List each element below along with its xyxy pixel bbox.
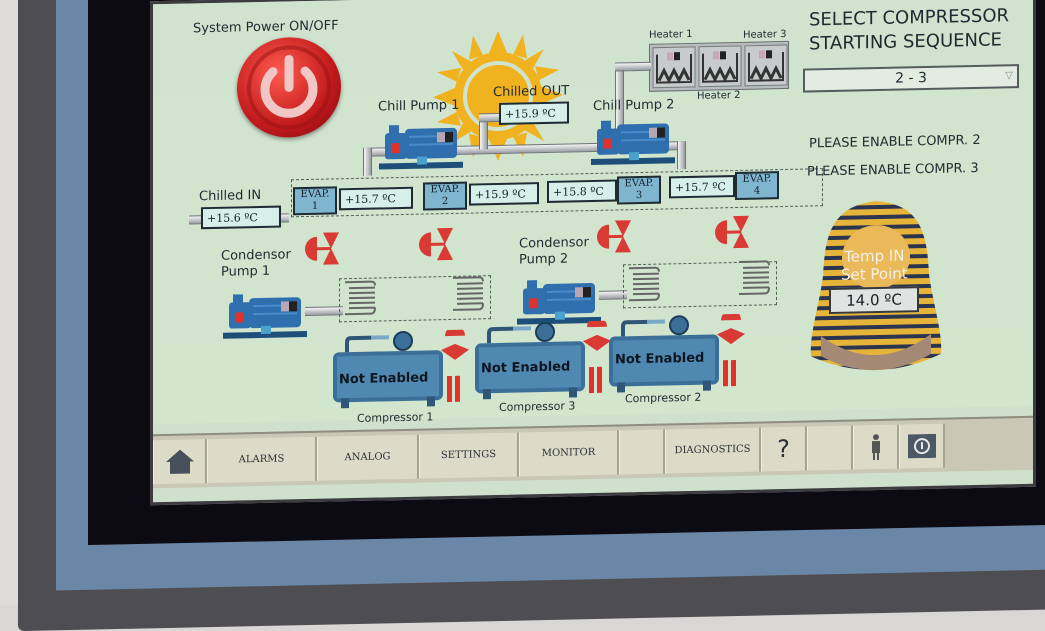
chilled-in-label: Chilled IN	[199, 188, 261, 204]
evap-1-value: +15.7 ºC	[339, 187, 413, 211]
compressor-1[interactable]: Not Enabled Compressor 1	[333, 329, 483, 416]
alarms-button[interactable]: ALARMS	[207, 437, 317, 483]
evap-4-label: EVAP.	[743, 173, 772, 185]
chill-pump-1-label: Chill Pump 1	[378, 98, 459, 115]
info-button[interactable]	[899, 424, 945, 469]
evap-4-value: +15.7 ºC	[669, 175, 735, 198]
condensor-pump-1-pipe	[305, 306, 343, 316]
coil-2-icon	[449, 273, 489, 314]
chill-pump-2-icon[interactable]	[589, 111, 679, 173]
heater-3-icon	[745, 45, 787, 86]
evap-4-box[interactable]: EVAP.4	[735, 171, 779, 200]
hmi-screen: System Power ON/OFF Chille	[150, 0, 1036, 505]
compressor-3[interactable]: Not Enabled Compressor 3	[475, 320, 625, 407]
process-diagram: System Power ON/OFF Chille	[153, 0, 1033, 424]
pharaoh-mask-icon	[801, 194, 951, 377]
heater-1-label: Heater 1	[649, 29, 693, 41]
heater-1-icon	[653, 47, 695, 88]
coil-4-icon	[735, 257, 775, 298]
compressor-3-label: Compressor 3	[499, 399, 575, 414]
home-icon	[165, 448, 195, 475]
diagnostics-button[interactable]: DIAGNOSTICS	[665, 427, 761, 473]
sequence-selected-value: 2 - 3	[895, 70, 927, 87]
compressor-1-label: Compressor 1	[357, 410, 433, 425]
evap-3-value: +15.8 ºC	[547, 179, 617, 202]
evap-4-number: 4	[754, 185, 760, 196]
coil-1-icon	[341, 277, 381, 318]
chilled-in-value: +15.6 ºC	[201, 206, 281, 230]
pump1-drop	[363, 148, 372, 176]
valve-3-icon[interactable]	[593, 218, 637, 259]
power-label: System Power ON/OFF	[193, 18, 339, 36]
analog-button[interactable]: ANALOG	[317, 435, 419, 481]
compressor-2-label: Compressor 2	[625, 391, 701, 406]
evap-2-value: +15.9 ºC	[469, 182, 539, 205]
blank-button-2[interactable]	[807, 426, 853, 471]
message-enable-compr-2: PLEASE ENABLE COMPR. 2	[809, 133, 981, 152]
compressor-1-status: Not Enabled	[339, 370, 428, 387]
condensor-pump-1-icon[interactable]	[221, 285, 311, 347]
evap-3-number: 3	[636, 190, 642, 201]
evap-3-box[interactable]: EVAP.3	[617, 176, 661, 205]
compressor-3-status: Not Enabled	[481, 359, 570, 376]
chilled-out-label: Chilled OUT	[493, 83, 569, 100]
chill-pump-1-icon[interactable]	[377, 116, 467, 178]
compressor-2[interactable]: Not Enabled Compressor 2	[609, 314, 759, 401]
heater-bank	[649, 41, 789, 92]
evap-1-number: 1	[312, 201, 318, 212]
power-icon	[237, 36, 341, 138]
heater-2-icon	[699, 46, 741, 87]
settings-button[interactable]: SETTINGS	[419, 433, 519, 479]
coil-3-icon	[625, 263, 665, 304]
evap-2-number: 2	[442, 196, 448, 207]
evap-1-label: EVAP.	[301, 189, 330, 201]
valve-4-icon[interactable]	[711, 214, 755, 255]
info-icon	[908, 434, 936, 459]
user-button[interactable]	[853, 425, 899, 470]
compressor-2-status: Not Enabled	[615, 351, 704, 368]
chilled-out-value: +15.9 ºC	[499, 102, 569, 125]
evap-2-label: EVAP.	[431, 184, 460, 196]
heater-3-label: Heater 3	[743, 29, 787, 41]
message-enable-compr-3: PLEASE ENABLE COMPR. 3	[807, 161, 979, 180]
monitor-button[interactable]: MONITOR	[519, 430, 619, 476]
evap-2-box[interactable]: EVAP.2	[423, 182, 467, 211]
heater-pipe	[615, 62, 651, 72]
chilled-out-elbow	[479, 113, 499, 122]
power-button[interactable]	[237, 36, 341, 138]
home-button[interactable]	[153, 439, 207, 484]
help-button[interactable]: ?	[761, 427, 807, 472]
evap-3-label: EVAP.	[625, 178, 654, 190]
valve-2-icon[interactable]	[415, 226, 459, 267]
sequence-dropdown[interactable]: 2 - 3 ▽	[803, 64, 1019, 93]
chevron-down-icon: ▽	[1005, 66, 1013, 86]
setpoint-value[interactable]: 14.0 ºC	[829, 286, 919, 314]
bottom-navbar: ALARMS ANALOG SETTINGS MONITOR DIAGNOSTI…	[153, 416, 1033, 488]
user-icon	[870, 434, 882, 460]
blank-button-1[interactable]	[619, 429, 665, 474]
evap-1-box[interactable]: EVAP.1	[293, 186, 337, 215]
valve-1-icon[interactable]	[301, 230, 345, 271]
